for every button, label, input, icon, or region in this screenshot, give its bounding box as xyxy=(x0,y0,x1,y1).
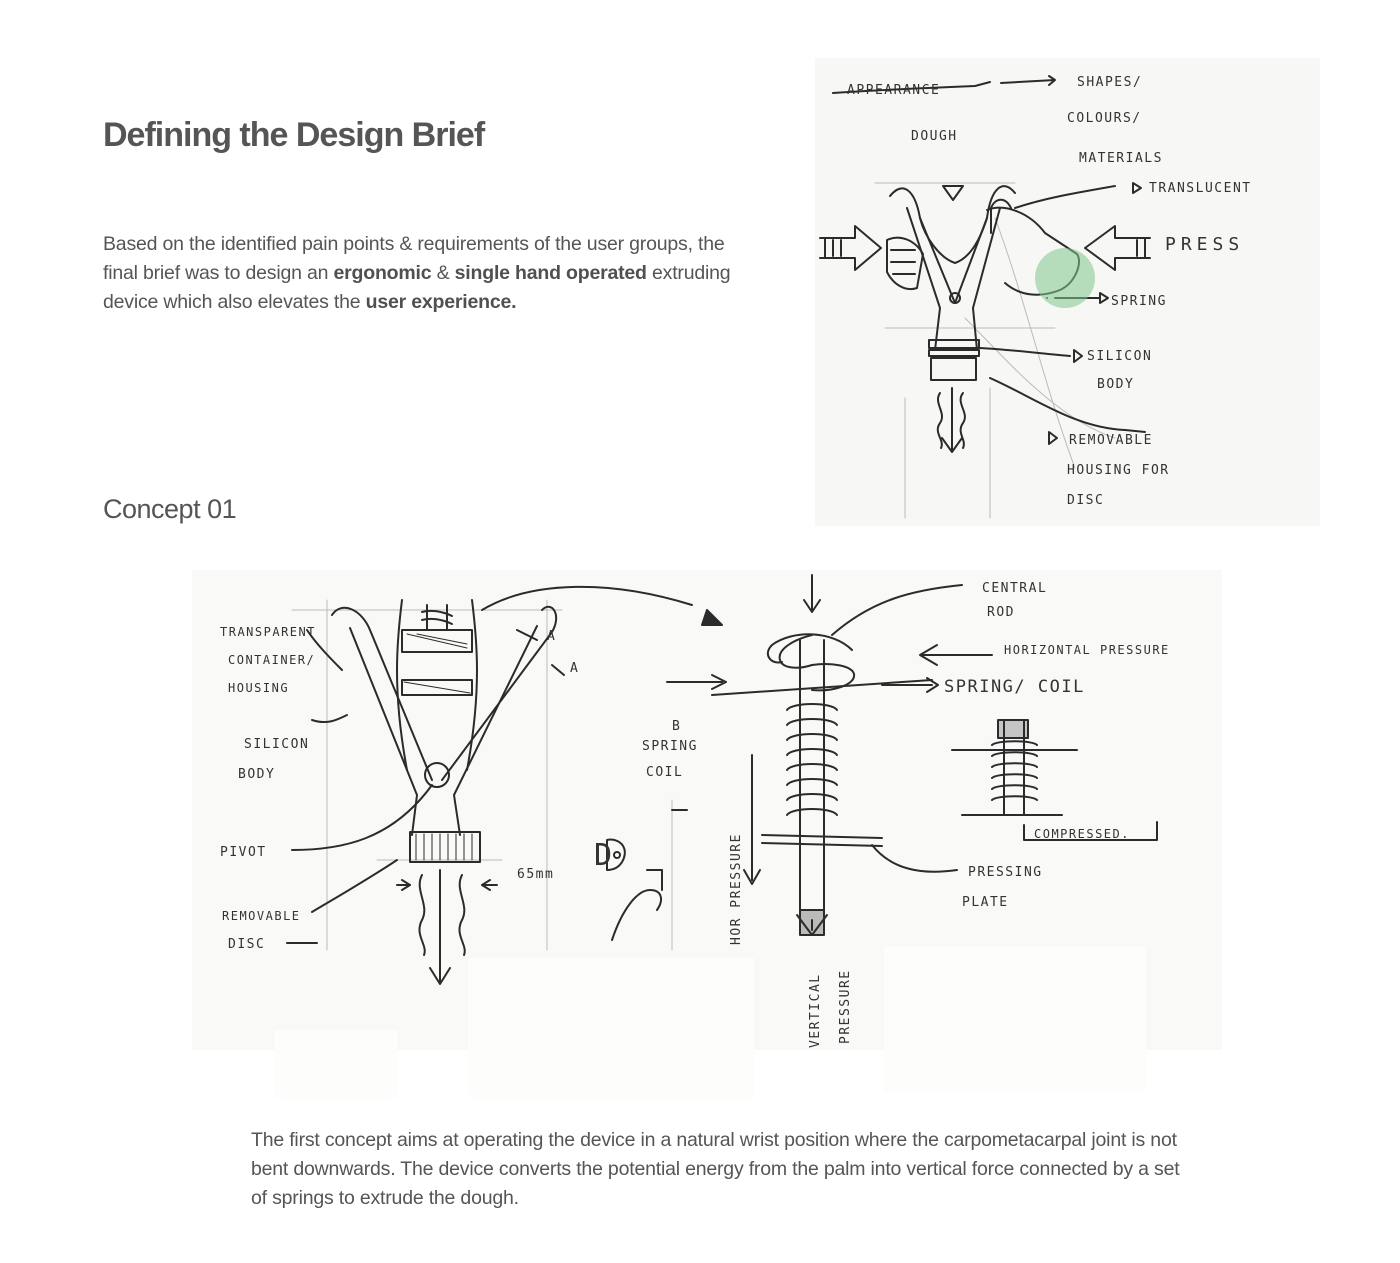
intro-bold-single-hand: single hand operated xyxy=(454,262,647,284)
label-body: BODY xyxy=(1097,377,1134,392)
concept-description: The first concept aims at operating the … xyxy=(251,1129,1180,1209)
label-disc: DISC xyxy=(228,937,265,952)
sketch-top-image: APPEARANCE SHAPES/ COLOURS/ MATERIALS TR… xyxy=(815,58,1320,526)
label-pressure: PRESSURE xyxy=(838,969,853,1044)
label-vertical: VERTICAL xyxy=(808,973,823,1048)
label-housing: HOUSING xyxy=(228,681,289,695)
label-transparent: TRANSPARENT xyxy=(220,625,316,639)
label-hor-pressure: HOR PRESSURE xyxy=(729,833,744,945)
label-housing-for: HOUSING FOR xyxy=(1067,463,1170,478)
label-pivot: PIVOT xyxy=(220,845,267,860)
intro-text-3: extruding device which also elevates the xyxy=(103,262,731,313)
label-spring-coil: SPRING/ COIL xyxy=(944,677,1085,697)
intro-bold-user-experience: user experience. xyxy=(365,291,517,313)
label-marker-d: D xyxy=(594,838,614,873)
label-press: PRESS xyxy=(1165,234,1244,255)
label-container: CONTAINER/ xyxy=(228,653,315,667)
label-removable: REMOVABLE xyxy=(222,909,301,923)
green-highlight-marker xyxy=(1035,248,1095,308)
label-shapes: SHAPES/ xyxy=(1077,75,1142,90)
intro-bold-ergonomic: ergonomic xyxy=(333,262,432,284)
label-silicon: SILICON xyxy=(1087,349,1152,364)
page-title: Defining the Design Brief xyxy=(103,116,485,154)
label-materials: MATERIALS xyxy=(1079,151,1163,166)
label-central: CENTRAL xyxy=(982,581,1047,596)
paper-patch xyxy=(274,1030,398,1098)
label-dimension: 65mm xyxy=(517,867,554,882)
label-rod: ROD xyxy=(987,605,1015,620)
label-spring-b: B xyxy=(672,719,681,734)
intro-text-2: & xyxy=(431,262,455,284)
label-body: BODY xyxy=(238,767,275,782)
intro-paragraph: Based on the identified pain points & re… xyxy=(103,230,763,317)
label-disc: DISC xyxy=(1067,493,1104,508)
intro-text-1: Based on the identified pain points & re… xyxy=(103,233,725,284)
label-spring: SPRING xyxy=(1111,294,1167,309)
label-dough: DOUGH xyxy=(911,129,958,144)
label-removable: REMOVABLE xyxy=(1069,433,1153,448)
label-translucent: TRANSLUCENT xyxy=(1149,181,1252,196)
label-appearance: APPEARANCE xyxy=(847,83,940,98)
label-colours: COLOURS/ xyxy=(1067,111,1142,126)
paper-patch xyxy=(468,958,754,1098)
label-marker-a-2: A xyxy=(570,661,579,676)
label-compressed: COMPRESSED. xyxy=(1034,827,1130,841)
label-marker-a-1: A xyxy=(547,629,556,644)
label-coil: COIL xyxy=(646,765,683,780)
sketch-bottom-drawing: TRANSPARENT CONTAINER/ HOUSING SILICON B… xyxy=(220,574,1170,1048)
paper-patch xyxy=(884,946,1146,1092)
label-spring: SPRING xyxy=(642,739,698,754)
label-plate: PLATE xyxy=(962,895,1009,910)
label-horizontal-pressure: HORIZONTAL PRESSURE xyxy=(1004,643,1170,657)
sketch-top-drawing: APPEARANCE SHAPES/ COLOURS/ MATERIALS TR… xyxy=(819,75,1252,519)
label-pressing: PRESSING xyxy=(968,865,1043,880)
concept-title: Concept 01 xyxy=(103,494,237,524)
label-silicon: SILICON xyxy=(244,737,309,752)
